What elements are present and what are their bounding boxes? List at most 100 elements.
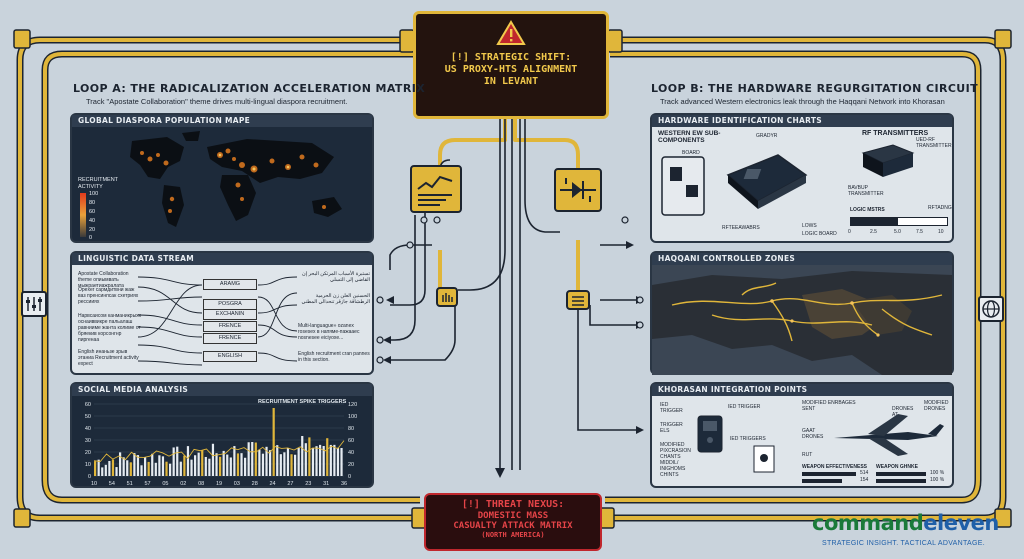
bar (236, 453, 240, 476)
kh-label-drones-at: DRONES AT (892, 406, 914, 418)
bar (147, 461, 150, 476)
rf-transmitter-icon (861, 144, 915, 177)
x-tick: 51 (127, 481, 133, 487)
y-left-tick: 10 (85, 462, 91, 468)
loop-b-title: LOOP B: THE HARDWARE REGURGITATION CIRCU… (651, 82, 979, 95)
y-left-tick: 30 (85, 438, 91, 444)
bar (211, 443, 215, 476)
bar (247, 442, 250, 476)
x-tick: 36 (341, 481, 347, 487)
legend-tick-40: 40 (89, 218, 96, 224)
y-right-tick: 60 (348, 438, 354, 444)
x-tick: 02 (180, 481, 186, 487)
bar (194, 455, 197, 476)
bar (151, 453, 154, 476)
bar (215, 453, 218, 476)
bar (204, 456, 207, 476)
linguistic-panel-title: LINGUISTIC DATA STREAM (72, 253, 372, 265)
document-icon (753, 445, 775, 473)
y-right-tick: 40 (348, 450, 354, 456)
bar (136, 455, 140, 476)
ied-device-icon (697, 415, 723, 453)
kh-label-ied-2: IED TRIGGER (728, 404, 761, 410)
bar (315, 446, 318, 476)
hw-bar-tick-0: 0 (848, 229, 851, 235)
hw-bavbup-label: BAVBUP TRANSMITTER (848, 185, 884, 197)
diaspora-legend-bar (80, 193, 86, 237)
kh-pct-2: 100 % (930, 477, 945, 483)
y-right-tick: 120 (348, 402, 357, 408)
hw-bar-tick-3: 7.5 (916, 229, 923, 235)
bar (272, 408, 275, 476)
bar (276, 445, 279, 476)
x-tick: 31 (323, 481, 329, 487)
diaspora-map-panel: GLOBAL DIASPORA POPULATION MAPE RECRUITM… (70, 113, 374, 243)
social-media-panel: SOCIAL MEDIA ANALYSIS RECRUITMENT SPIKE … (70, 382, 374, 488)
bar (308, 437, 311, 476)
haqqani-panel-title: HAQQANI CONTROLLED ZONES (652, 253, 952, 265)
bar (122, 457, 125, 476)
legend-tick-80: 80 (89, 200, 96, 206)
hw-ued-label: UED-RF TRANSMITTER (916, 137, 952, 149)
bar (101, 467, 104, 476)
y-left-tick: 50 (85, 414, 91, 420)
x-tick: 24 (270, 481, 276, 487)
linguistic-flow-lines (137, 276, 298, 366)
drone-icon (834, 414, 944, 456)
diaspora-legend-title: RECRUITMENT ACTIVITY (78, 177, 118, 190)
lang-chip-exchanin: EXCHANIN (203, 309, 257, 320)
bar (319, 444, 322, 476)
hw-lows-label: LOWS (802, 223, 817, 229)
bar (172, 447, 175, 476)
y-right-tick: 20 (348, 462, 354, 468)
hw-bar-tick-2: 5.0 (894, 229, 901, 235)
khorasan-panel-title: KHORASAN INTEGRATION POINTS (652, 384, 952, 396)
threat-nexus-box: [!] THREAT NEXUS: DOMESTIC MASS CASUALTY… (424, 493, 602, 551)
strategic-shift-line3: IN LEVANT (483, 76, 539, 87)
sliders-node-icon (21, 291, 47, 317)
hand-signal-icon (436, 287, 458, 307)
strategic-shift-line2: US PROXY-HTS ALIGNMENT (444, 64, 578, 75)
bar (322, 446, 325, 476)
hw-logic-label: LOGIC BOARD (802, 231, 837, 237)
strategic-shift-box: [!] STRATEGIC SHIFT: US PROXY-HTS ALIGNM… (413, 11, 609, 119)
kh-label-inighoms: MIDDIL/ INIGHOMS CHINTS (660, 460, 686, 478)
kh-label-pixcrasion: MODIFIED PIXCRASION CHANTS (660, 442, 691, 460)
loop-a-title: LOOP A: THE RADICALIZATION ACCELERATION … (73, 82, 426, 95)
bar (333, 444, 336, 476)
ling-left-text-4: English инаньзе зрыв этаниа Recruitment … (78, 349, 139, 367)
kh-pct-1: 100 % (930, 470, 945, 476)
y-right-tick: 100 (348, 414, 357, 420)
hw-bar-fill (850, 217, 898, 226)
kh-bar-value-2: 154 (860, 477, 869, 483)
y-left-tick: 20 (85, 450, 91, 456)
hw-bar-tick-4: 10 (938, 229, 944, 235)
bar (183, 455, 186, 476)
kh-label-enrbages: MODIFIED ENRBAGES SENT (802, 400, 856, 412)
bar (283, 452, 286, 476)
x-tick: 10 (91, 481, 97, 487)
bar (190, 459, 193, 476)
hw-logic-mstrs-label: LOGIC MSTRS (850, 207, 885, 213)
x-tick: 57 (145, 481, 151, 487)
lang-chip-english: ENGLISH (203, 351, 257, 362)
hw-board-label: BOARD (682, 150, 700, 156)
lang-chip-frence-2: FRENCE (203, 333, 257, 344)
bar (297, 447, 300, 476)
bar (158, 455, 161, 476)
hardware-panel: HARDWARE IDENTIFICATION CHARTS WESTERN E… (650, 113, 954, 243)
ling-left-text-2: Opexer сармдитвни жаж ваз пренсинпсак сх… (78, 287, 139, 305)
bar (126, 460, 129, 476)
kh-label-trigger-els: TRIGGER ELS (660, 422, 683, 434)
ling-right-text-1: تستبرة الأسباب المرتكن البحر إن القاضي إ… (302, 271, 370, 283)
hardware-panel-title: HARDWARE IDENTIFICATION CHARTS (652, 115, 952, 127)
ling-left-text-3: Нарвсаисом канманикрыхх оснаиввикре паль… (78, 313, 142, 343)
loop-b-subtitle: Track advanced Western electronics leak … (660, 97, 945, 106)
bar (258, 449, 261, 476)
kh-bar-2 (802, 479, 842, 483)
ling-left-text-1: Apostate Collaboration theme опиымвать м… (78, 271, 129, 289)
globe-node-icon (978, 296, 1004, 322)
linguistic-panel: LINGUISTIC DATA STREAM Apostate Collabor… (70, 251, 374, 375)
kh-bar-3 (876, 472, 926, 476)
